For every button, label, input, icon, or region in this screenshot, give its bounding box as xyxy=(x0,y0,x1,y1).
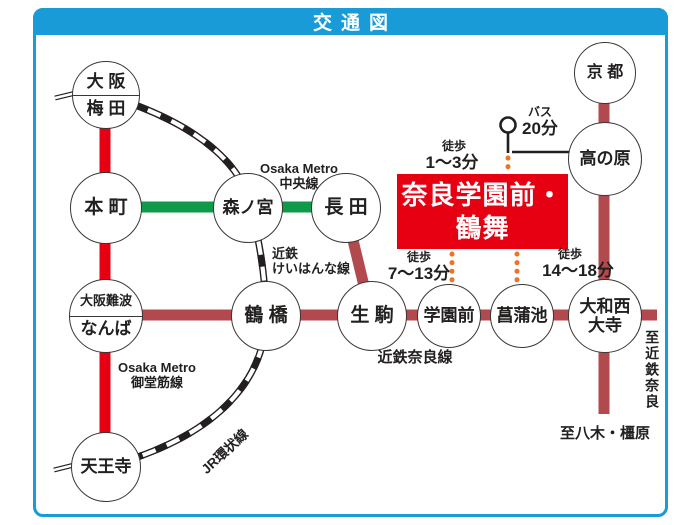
station-label: 大寺 xyxy=(588,316,622,335)
walk-ayameike-label: 徒歩 xyxy=(557,247,582,261)
station-divider xyxy=(73,95,139,97)
bus-stop-icon xyxy=(499,116,517,153)
map-title-bar: 交通図 xyxy=(33,8,668,35)
station-yamato-saidaiji: 大和西 大寺 xyxy=(568,279,642,353)
walk-ayameike-time: 14～18分 xyxy=(542,261,614,280)
walk-gakuemmae-label: 徒歩 xyxy=(406,250,431,264)
highlight-box-naragakuemmae-tsurumai: 奈良学園前・ 鶴舞 xyxy=(397,174,568,249)
station-kyoto: 京 都 xyxy=(574,42,636,104)
station-label: 梅 田 xyxy=(86,99,126,118)
map-frame-border xyxy=(33,8,668,517)
bus-label: バス xyxy=(527,105,552,119)
station-hommachi: 本 町 xyxy=(70,172,142,244)
to-kintetsu-nara-label: 至近鉄奈良 xyxy=(644,330,661,410)
station-nagata: 長 田 xyxy=(311,173,381,243)
map-title: 交通図 xyxy=(312,13,397,34)
station-label: 長 田 xyxy=(324,197,368,219)
keihanna-line-label-1: 近鉄 xyxy=(272,246,299,261)
station-takanohara: 高の原 xyxy=(568,122,642,196)
midosuji-line-label-en: Osaka Metro xyxy=(117,360,197,375)
station-morinomiya: 森ノ宮 xyxy=(213,173,283,243)
bus-time: 20分 xyxy=(522,119,558,138)
station-label: 大和西 xyxy=(579,296,631,316)
highlight-line1: 奈良学園前・ xyxy=(401,180,564,210)
station-label: 京 都 xyxy=(586,64,624,82)
station-divider xyxy=(70,316,142,318)
station-label: 鶴 橋 xyxy=(244,305,288,327)
midosuji-line-label-ja: 御堂筋線 xyxy=(130,374,183,390)
chuo-line-label: Osaka Metro 中央線 xyxy=(252,161,346,192)
station-label: 天王寺 xyxy=(80,457,132,477)
walk-busstop-time: 1～3分 xyxy=(425,153,479,172)
keihanna-line-label-2: けいはんな線 xyxy=(272,260,351,276)
jr-loop-line xyxy=(110,93,270,468)
nara-line-label: 近鉄奈良線 xyxy=(377,349,453,366)
station-label: 生 駒 xyxy=(350,305,394,327)
station-ikoma: 生 駒 xyxy=(337,281,407,351)
chuo-line-label-en: Osaka Metro xyxy=(259,161,339,176)
station-osaka-namba: 大阪難波 なんば xyxy=(69,279,143,353)
station-ayameike: 菖蒲池 xyxy=(490,284,554,348)
highlight-line2: 鶴舞 xyxy=(455,212,510,243)
station-tennoji: 天王寺 xyxy=(71,432,141,502)
station-gakuemmae: 学園前 xyxy=(417,284,481,348)
station-label: 菖蒲池 xyxy=(496,306,548,326)
to-yagi-kashihara-label: 至八木・橿原 xyxy=(559,425,650,442)
station-osaka-umeda: 大 阪 梅 田 xyxy=(72,61,140,129)
station-label: 大 阪 xyxy=(86,71,126,91)
station-tsuruhashi: 鶴 橋 xyxy=(231,281,301,351)
station-label: 森ノ宮 xyxy=(222,198,274,218)
chuo-line-label-ja: 中央線 xyxy=(279,175,319,191)
station-label: 高の原 xyxy=(579,149,631,169)
walk-gakuemmae-time: 7～13分 xyxy=(387,264,451,283)
station-label: なんば xyxy=(80,319,132,339)
station-label: 大阪難波 xyxy=(79,292,132,308)
keihanna-line-label: 近鉄 けいはんな線 xyxy=(272,246,372,277)
walk-busstop-label: 徒歩 xyxy=(441,139,466,153)
midosuji-line-label: Osaka Metro 御堂筋線 xyxy=(110,360,204,391)
station-label: 学園前 xyxy=(423,306,475,326)
station-label: 本 町 xyxy=(84,197,128,219)
